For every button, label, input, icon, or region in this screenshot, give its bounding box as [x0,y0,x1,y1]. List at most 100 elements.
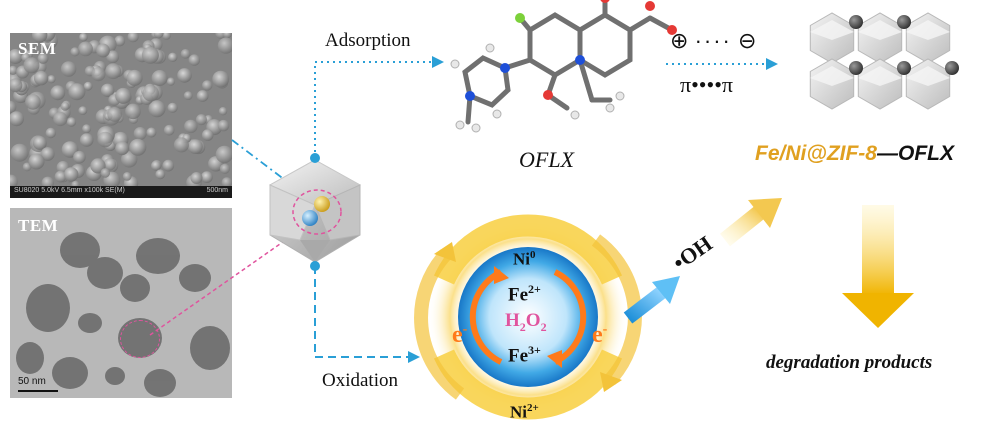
sem-particle [96,43,110,58]
sem-particle [37,53,49,64]
sem-particle [114,35,126,47]
zif8-face [858,20,902,40]
sem-particle [126,69,143,86]
sem-particle [10,111,24,127]
sem-particle [166,77,175,86]
sem-particle [83,81,93,91]
sem-particle [155,169,166,180]
zif8-face [858,66,902,86]
sem-particle [115,141,129,156]
sem-particle [32,136,47,150]
sem-particle [188,54,200,66]
complex-suffix: —OFLX [876,142,954,165]
ni0-label: Ni0 [513,249,536,269]
sem-particle [40,147,55,161]
ni2-label: Ni2+ [510,402,539,422]
zif8-face [906,20,950,40]
fe3-label: Fe3+ [508,343,541,367]
sem-particle [196,90,209,102]
sem-particle [100,168,111,178]
oflx-molecule [450,0,677,133]
adsorbed-oflx-sphere [849,15,863,29]
sem-particle [25,94,41,110]
tem-micrograph: TEM 50 nm [10,208,232,398]
sem-particle [180,49,191,59]
sem-particle [162,159,175,172]
sem-particle [151,70,168,86]
electrostatic-interaction: ⊕ ···· ⊖ [670,28,756,54]
sem-particle [150,160,162,171]
sem-particle [106,50,120,64]
sem-particle [173,137,189,153]
sem-particle [218,107,228,116]
sem-particle [60,61,77,77]
sem-texture [10,33,232,198]
tem-highlight-circle [120,320,160,358]
sem-particle [115,87,132,104]
sem-particle [41,176,54,189]
sem-particle [28,153,45,170]
sem-particle [163,124,175,136]
complex-prefix: Fe/Ni@ZIF-8 [755,142,877,165]
sem-particle [202,80,213,91]
electron-left-label: e- [452,322,468,348]
sem-particle [201,171,213,184]
sem-particle [142,85,159,102]
complex-crystal-grid [809,12,959,110]
sem-particle [64,167,79,182]
h2o2-label: H2O2 [505,310,547,334]
sem-particle [217,119,230,132]
sem-particle [79,33,88,42]
sem-particle [183,91,193,100]
sem-particle [177,68,192,83]
sem-particle [190,172,203,184]
sem-particle [105,63,122,80]
sem-particle [103,158,117,171]
electron-right-label: e- [592,322,608,348]
sem-label: SEM [18,39,57,58]
sem-particle [122,172,132,181]
sem-connector [231,139,286,181]
tem-label: TEM [18,216,59,235]
sem-particle [66,117,77,127]
sem-particle [78,106,88,115]
oh-to-complex-arrow [720,198,782,247]
sem-particle [167,102,178,113]
sem-particle [125,103,141,120]
plus-icon: ⊕ [670,28,689,53]
sem-particle [184,119,198,134]
sem-particle [148,100,166,118]
sem-particle [82,124,92,134]
adsorption-path [314,61,432,158]
sem-particle [10,49,23,64]
zif8-face [906,66,950,86]
sem-particle [10,65,18,75]
sem-particle [10,143,29,162]
sem-particle [212,70,230,88]
sem-particle [217,37,232,54]
sem-particle [141,46,159,64]
oflx-label: OFLX [519,147,574,172]
sem-particle [10,174,18,189]
degradation-products-label: degradation products [766,352,933,373]
sem-particle [45,127,56,139]
sem-particle [33,70,49,86]
sem-particle [129,138,147,156]
sem-particle [133,127,147,140]
ring-arrow-left [414,249,465,400]
fe2-label: Fe2+ [508,282,541,306]
zif8-crystal [268,159,362,263]
sem-info-bar: SU8020 5.0kV 6.5mm x100k SE(M) [14,187,125,194]
sem-particle [188,139,203,154]
inner-arrow-right [553,269,587,365]
adsorbed-oflx-sphere [945,61,959,75]
sem-particle [221,177,232,188]
sem-particle [68,83,86,101]
sem-particle [60,102,70,111]
sem-particle [97,131,113,148]
sem-particle [91,67,106,82]
inner-arrow-left [469,269,503,365]
sem-particle [70,47,80,57]
complex-label: Fe/Ni@ZIF-8—OFLX [755,142,954,166]
